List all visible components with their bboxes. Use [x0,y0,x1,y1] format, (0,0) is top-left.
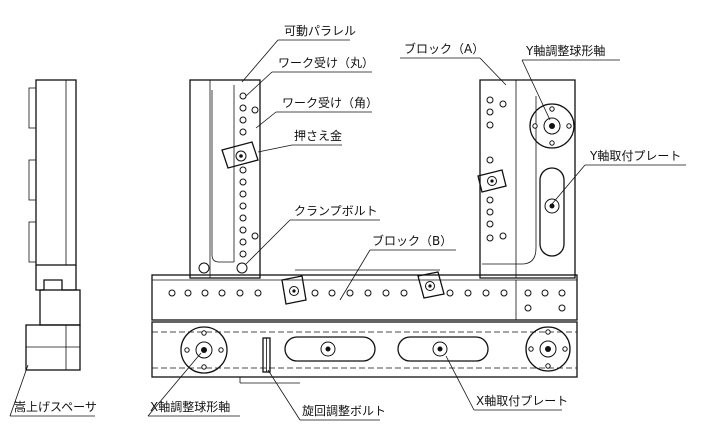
label-clamp-bolt: クランプボルト [294,204,378,218]
label-riser-spacer: 嵩上げスペーサ [14,400,97,414]
x-ball-shaft [180,326,228,374]
corner-ball-shaft [525,326,571,372]
clamp-bolts [198,262,248,274]
x-plate [284,336,489,362]
label-y-ball-shaft: Y軸調整球形軸 [525,43,605,58]
clamp-plate [221,141,259,169]
label-block-b: ブロック（B） [372,233,452,248]
work-rest-holes [239,92,259,258]
label-work-rest-square: ワーク受け（角） [282,96,378,110]
y-plate [539,167,565,257]
rotation-bolt [262,337,271,373]
block-b [151,269,578,321]
label-movable-parallel: 可動パラレル [284,24,356,38]
movable-parallel [189,79,261,279]
label-x-ball-shaft: X軸調整球形軸 [150,399,230,414]
label-clamp-plate: 押さえ金 [294,128,342,143]
block-b-holes [168,289,566,312]
label-rotation-bolt: 旋回調整ボルト [302,403,386,418]
label-block-a: ブロック（A） [404,41,484,56]
block-b-clamps [281,271,445,305]
label-y-plate: Y軸取付プレート [589,149,681,163]
label-work-rest-round: ワーク受け（丸） [278,56,374,70]
y-ball-shaft [529,103,575,149]
block-a [479,79,576,279]
labels: 可動パラレル ワーク受け（丸） ワーク受け（角） 押さえ金 クランプボルト ブロ… [14,24,681,418]
block-a-clamp [477,169,507,193]
side-view [25,79,81,371]
leader-lines [9,39,686,421]
label-x-plate: X軸取付プレート [476,394,568,408]
base-plate [151,321,578,384]
